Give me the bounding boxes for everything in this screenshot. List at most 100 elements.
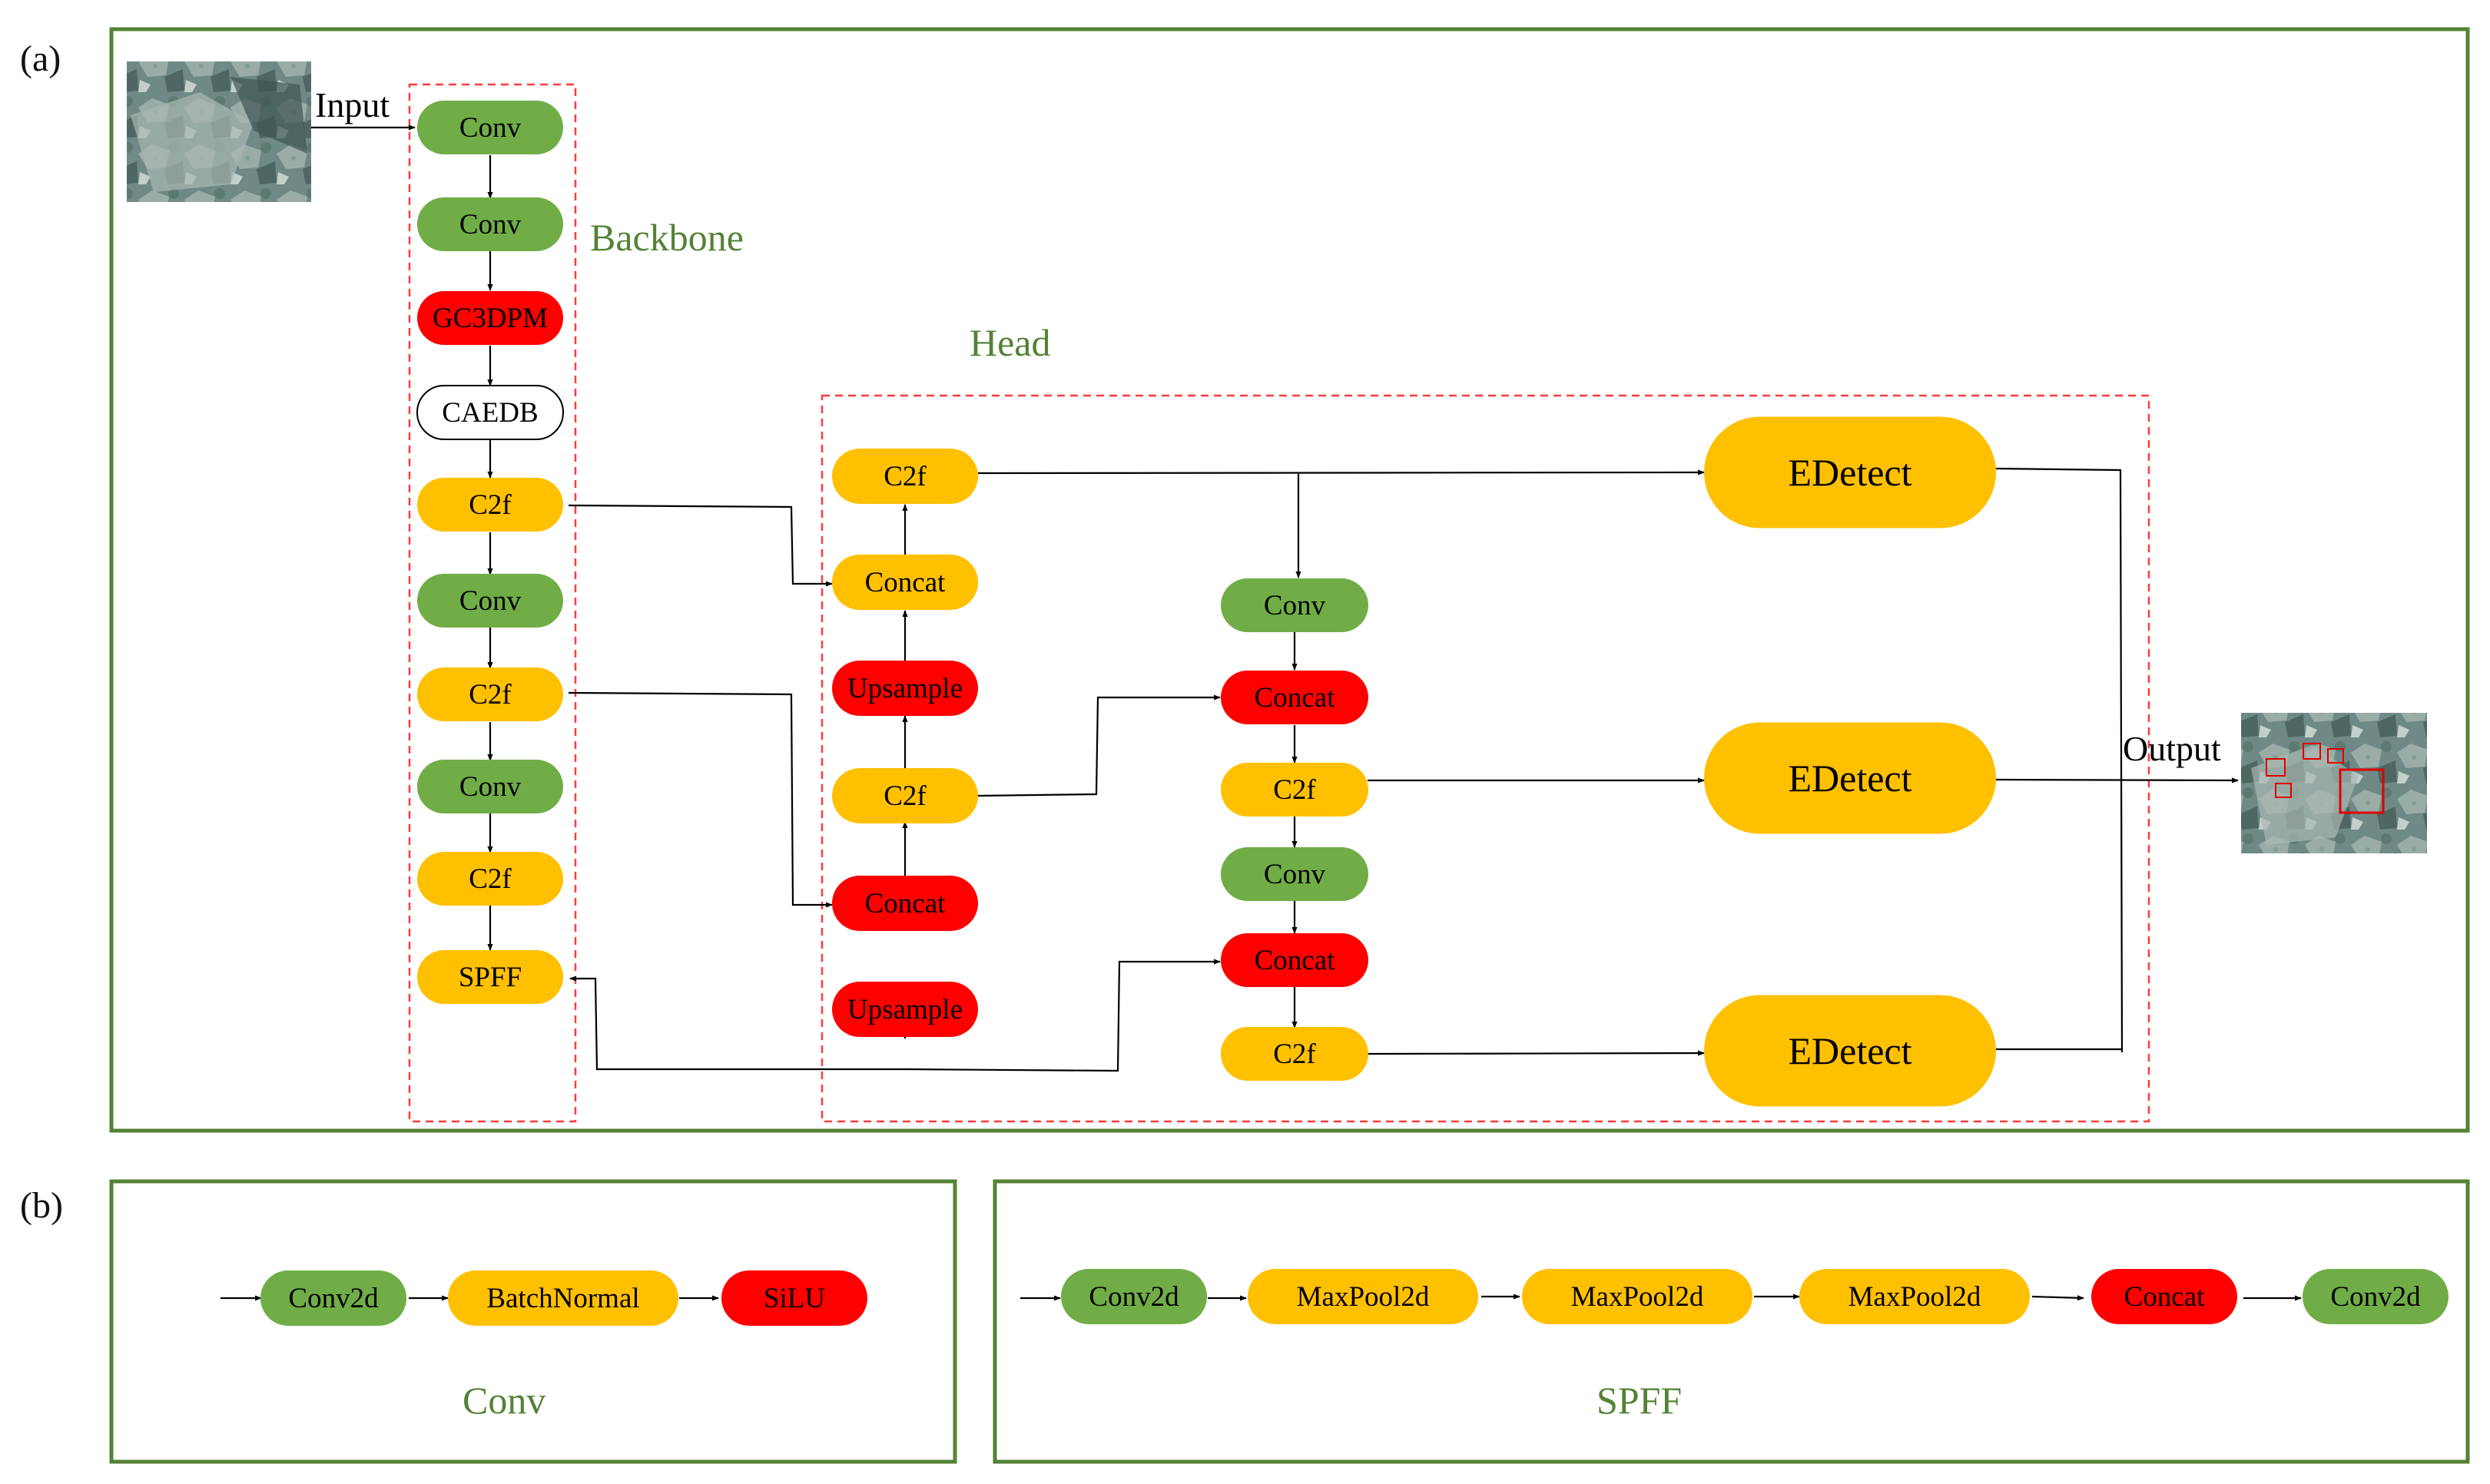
node-c2f: C2f: [417, 852, 563, 906]
node-concat: Concat: [832, 555, 978, 610]
node-shape: [1061, 1269, 1207, 1324]
node-shape: [1221, 933, 1368, 987]
head-title: Head: [970, 321, 1051, 364]
node-upsample: Upsample: [832, 982, 978, 1037]
node-label: Conv: [459, 112, 522, 144]
node-shape: [832, 555, 978, 610]
node-shape: [417, 478, 563, 532]
node-label: GC3DPM: [433, 303, 548, 334]
node-label: MaxPool2d: [1297, 1281, 1430, 1313]
node-c2f: C2f: [832, 449, 978, 504]
node-shape: [1221, 847, 1368, 901]
detection-box: [2275, 783, 2292, 798]
node-label: C2f: [1273, 774, 1316, 806]
node-shape: [417, 667, 563, 721]
output-label: Output: [2123, 729, 2221, 768]
node-label: Conv2d: [288, 1283, 379, 1314]
node-shape: [1704, 722, 1996, 834]
node-label: SPFF: [459, 962, 522, 993]
node-label: SiLU: [764, 1283, 825, 1314]
node-label: CAEDB: [442, 397, 538, 429]
node-silu: SiLU: [721, 1270, 867, 1326]
node-shape: [832, 449, 978, 504]
node-label: C2f: [884, 461, 927, 492]
node-conv2d: Conv2d: [2303, 1269, 2449, 1324]
node-shape: [417, 574, 563, 628]
node-conv: Conv: [1221, 847, 1368, 901]
output-image: [2241, 713, 2427, 853]
node-gc3dpm: GC3DPM: [417, 291, 563, 345]
spff-detail-frame: [993, 1179, 2470, 1464]
node-label: EDetect: [1788, 757, 1911, 800]
node-label: C2f: [884, 780, 927, 812]
node-caedb: CAEDB: [416, 385, 564, 440]
detection-box: [2303, 743, 2321, 760]
node-conv: Conv: [417, 574, 563, 628]
node-label: Conv2d: [2330, 1281, 2421, 1313]
node-label: Concat: [1255, 945, 1336, 976]
node-label: MaxPool2d: [1571, 1281, 1704, 1313]
node-edetect: EDetect: [1704, 995, 1996, 1107]
node-label: Concat: [865, 567, 947, 598]
panel-a-frame: [109, 27, 2470, 1133]
backbone-title: Backbone: [590, 216, 744, 259]
conv-detail-title: Conv: [463, 1379, 545, 1422]
node-label: Concat: [2124, 1281, 2206, 1313]
node-c2f: C2f: [1221, 1027, 1368, 1081]
node-shape: [1704, 416, 1996, 528]
node-label: C2f: [469, 863, 512, 895]
node-label: C2f: [469, 679, 512, 711]
node-label: MaxPool2d: [1848, 1281, 1981, 1313]
node-spff: SPFF: [417, 950, 563, 1004]
node-edetect: EDetect: [1704, 416, 1996, 528]
node-label: Conv: [459, 585, 522, 617]
node-maxpool2d: MaxPool2d: [1799, 1269, 2030, 1324]
node-label: Upsample: [847, 994, 963, 1025]
conv-detail-frame: [109, 1179, 957, 1464]
node-shape: [417, 197, 563, 251]
node-conv2d: Conv2d: [1061, 1269, 1207, 1324]
node-shape: [1522, 1269, 1752, 1324]
node-concat: Concat: [2091, 1269, 2237, 1324]
node-label: BatchNormal: [486, 1283, 639, 1314]
node-conv: Conv: [1221, 578, 1368, 632]
node-label: Conv: [459, 771, 522, 803]
panel-b-label: (b): [20, 1185, 63, 1226]
node-label: Conv: [1264, 590, 1326, 621]
node-concat: Concat: [1221, 933, 1368, 987]
node-concat: Concat: [1221, 671, 1368, 724]
node-conv2d: Conv2d: [260, 1270, 406, 1326]
node-shape: [260, 1270, 406, 1326]
node-maxpool2d: MaxPool2d: [1522, 1269, 1752, 1324]
detection-box: [2327, 748, 2344, 764]
diagram-nodes: ConvConvGC3DPMCAEDBC2fConvC2fConvC2fSPFF…: [260, 101, 2449, 1326]
node-shape: [417, 760, 563, 813]
node-shape: [416, 385, 564, 440]
panel-a-label: (a): [20, 38, 61, 79]
input-image: [127, 61, 311, 202]
node-c2f: C2f: [1221, 763, 1368, 817]
node-shape: [417, 950, 563, 1004]
node-edetect: EDetect: [1704, 722, 1996, 834]
node-label: C2f: [469, 489, 512, 521]
node-upsample: Upsample: [832, 661, 978, 716]
node-c2f: C2f: [417, 478, 563, 532]
detection-box: [2339, 768, 2385, 814]
node-conv: Conv: [417, 760, 563, 813]
node-shape: [1221, 671, 1368, 724]
node-batchnormal: BatchNormal: [448, 1270, 678, 1326]
spff-detail-title: SPFF: [1596, 1379, 1682, 1422]
node-label: Conv: [1264, 859, 1326, 890]
node-concat: Concat: [832, 876, 978, 931]
node-shape: [1799, 1269, 2030, 1324]
node-label: Concat: [1255, 682, 1336, 714]
node-shape: [1221, 578, 1368, 632]
node-c2f: C2f: [832, 768, 978, 823]
node-shape: [417, 101, 563, 154]
node-shape: [832, 876, 978, 931]
node-shape: [832, 982, 978, 1037]
node-shape: [417, 291, 563, 345]
backbone-group-box: [408, 83, 577, 1123]
node-label: Upsample: [847, 673, 963, 704]
